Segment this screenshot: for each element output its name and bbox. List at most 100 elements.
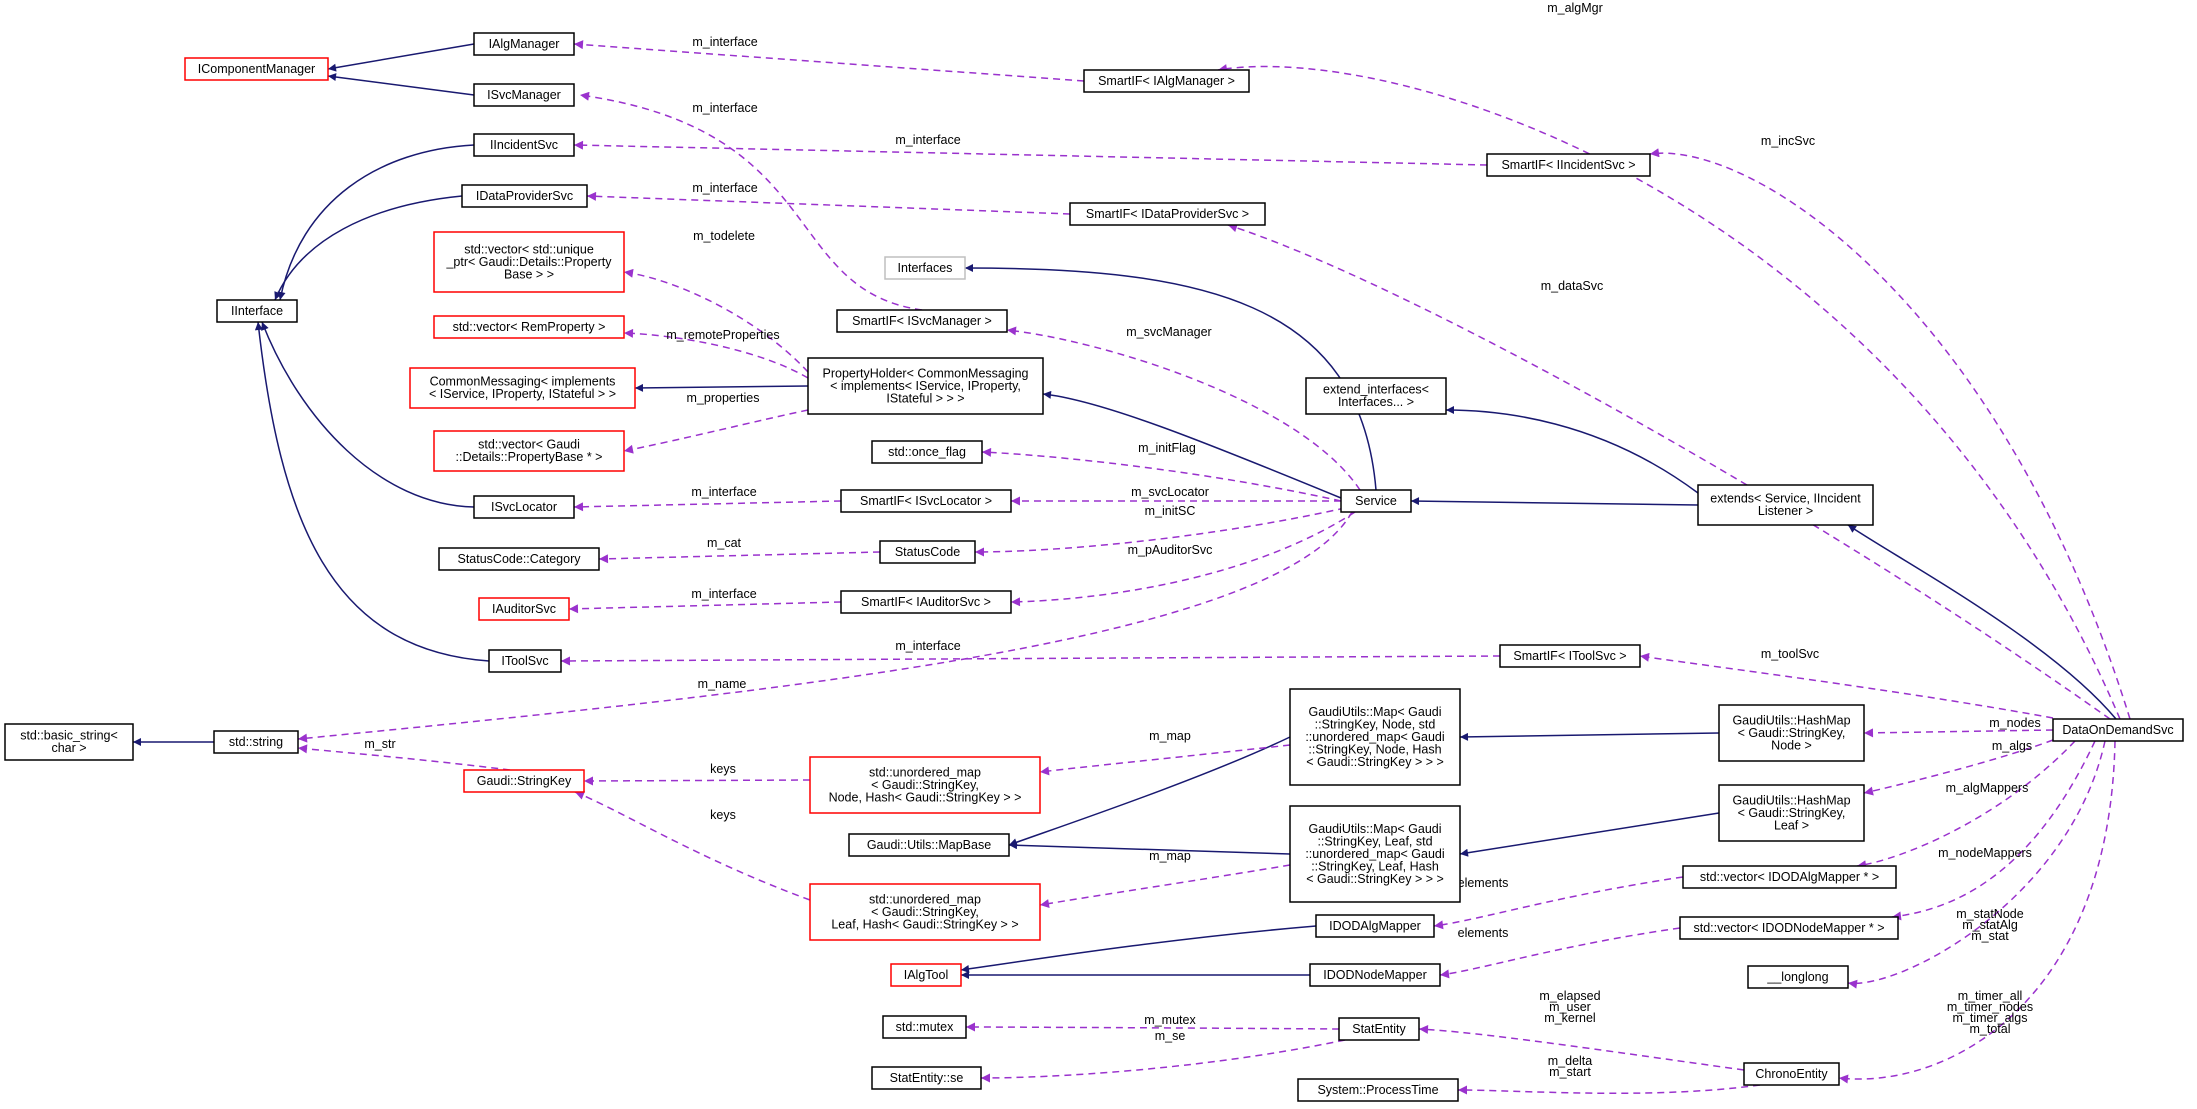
class-node-label: IAuditorSvc bbox=[492, 602, 556, 616]
class-node-smart-iftool-svc[interactable]: SmartIF< IToolSvc > bbox=[1499, 644, 1641, 668]
class-node-label: std::vector< RemProperty > bbox=[453, 320, 606, 334]
usage-edge-40 bbox=[1039, 864, 1291, 908]
edge-label-stats-0: m_statNode bbox=[1956, 907, 2023, 921]
edge-label-properties: m_properties bbox=[687, 391, 760, 405]
inheritance-edge-14 bbox=[1008, 841, 1291, 855]
class-node-smart-ifalg-mgr[interactable]: SmartIF< IAlgManager > bbox=[1083, 69, 1250, 93]
class-node-label: Leaf > bbox=[1774, 818, 1809, 832]
class-node-data-on-demand-svc[interactable]: DataOnDemandSvc bbox=[2052, 718, 2184, 742]
class-node-property-holder[interactable]: PropertyHolder< CommonMessaging< impleme… bbox=[807, 357, 1044, 415]
inheritance-edge-2 bbox=[277, 144, 475, 301]
class-node-label: std::string bbox=[229, 735, 283, 749]
class-node-label: extends< Service, IIncident bbox=[1710, 492, 1861, 506]
edge-label-mStr: m_str bbox=[364, 737, 395, 751]
usage-edge-53 bbox=[965, 1022, 1340, 1032]
class-node-vec-alg-mapper[interactable]: std::vector< IDODAlgMapper * > bbox=[1682, 865, 1897, 889]
class-node-status-code-category[interactable]: StatusCode::Category bbox=[438, 547, 600, 571]
inheritance-edge-9 bbox=[964, 264, 1377, 491]
edge-label-elementsNode: elements bbox=[1458, 926, 1509, 940]
class-node-std-string[interactable]: std::string bbox=[213, 730, 299, 754]
class-node-stat-entity[interactable]: StatEntity bbox=[1338, 1017, 1420, 1041]
edge-label-mutex: m_mutex bbox=[1144, 1013, 1196, 1027]
class-node-longlong[interactable]: __longlong bbox=[1747, 965, 1849, 989]
class-node-label: extend_interfaces< bbox=[1323, 383, 1429, 397]
usage-edge-30 bbox=[297, 511, 1353, 743]
class-node-process-time[interactable]: System::ProcessTime bbox=[1297, 1078, 1459, 1102]
class-node-hash-map-leaf[interactable]: GaudiUtils::HashMap< Gaudi::StringKey,Le… bbox=[1718, 784, 1865, 842]
class-node-smart-ifinc-svc[interactable]: SmartIF< IIncidentSvc > bbox=[1486, 153, 1651, 177]
class-node-vec-node-mapper[interactable]: std::vector< IDODNodeMapper * > bbox=[1679, 916, 1899, 940]
class-node-label: std::once_flag bbox=[888, 445, 966, 459]
class-node-map-leaf[interactable]: GaudiUtils::Map< Gaudi::StringKey, Leaf,… bbox=[1289, 805, 1461, 903]
class-node-label: std::vector< IDODAlgMapper * > bbox=[1700, 870, 1879, 884]
inheritance-edge-8 bbox=[1042, 390, 1342, 499]
class-node-ialg-manager[interactable]: IAlgManager bbox=[473, 32, 575, 56]
class-node-label: IComponentManager bbox=[198, 62, 315, 76]
class-node-label: std::basic_string< bbox=[20, 729, 118, 743]
usage-edge-47 bbox=[1856, 740, 2076, 870]
class-node-map-node[interactable]: GaudiUtils::Map< Gaudi::StringKey, Node,… bbox=[1289, 688, 1461, 786]
class-node-iincident-svc[interactable]: IIncidentSvc bbox=[473, 133, 575, 157]
inheritance-edge-5 bbox=[254, 321, 490, 662]
class-node-ialg-tool[interactable]: IAlgTool bbox=[890, 963, 962, 987]
edge-label-algMgr: m_algMgr bbox=[1547, 1, 1603, 15]
class-node-iodonode-mapper[interactable]: IDODNodeMapper bbox=[1309, 963, 1441, 987]
class-node-smart-ifdata-prov[interactable]: SmartIF< IDataProviderSvc > bbox=[1069, 202, 1266, 226]
usage-edge-29 bbox=[560, 655, 1501, 666]
edge-label-algs: m_algs bbox=[1992, 739, 2032, 753]
class-node-label: ChronoEntity bbox=[1755, 1067, 1828, 1081]
class-node-common-messaging[interactable]: CommonMessaging< implements< IService, I… bbox=[409, 367, 636, 409]
class-node-itool-svc[interactable]: IToolSvc bbox=[488, 649, 562, 673]
class-node-interfaces[interactable]: Interfaces bbox=[884, 256, 966, 280]
class-node-idata-provider-svc[interactable]: IDataProviderSvc bbox=[461, 184, 588, 208]
class-node-label: IIncidentSvc bbox=[490, 138, 558, 152]
class-node-label: < Gaudi::StringKey > > > bbox=[1306, 872, 1444, 886]
usage-edge-31 bbox=[297, 744, 511, 771]
edge-label-stats-2: m_stat bbox=[1971, 929, 2009, 943]
class-node-label: IToolSvc bbox=[501, 654, 548, 668]
class-node-isvc-locator[interactable]: ISvcLocator bbox=[473, 495, 575, 519]
inheritance-edge-3 bbox=[274, 195, 463, 301]
class-node-std-mutex[interactable]: std::mutex bbox=[882, 1015, 967, 1039]
class-node-icomponent-manager[interactable]: IComponentManager bbox=[184, 57, 329, 81]
class-node-vec-property-base[interactable]: std::vector< Gaudi::Details::PropertyBas… bbox=[433, 430, 625, 472]
class-node-vec-rem-property[interactable]: std::vector< RemProperty > bbox=[433, 315, 625, 339]
class-node-status-code[interactable]: StatusCode bbox=[879, 540, 976, 564]
class-node-smart-ifsvc-mgr[interactable]: SmartIF< ISvcManager > bbox=[836, 309, 1008, 333]
class-node-chrono-entity[interactable]: ChronoEntity bbox=[1743, 1062, 1840, 1086]
class-node-smart-ifsvc-loc[interactable]: SmartIF< ISvcLocator > bbox=[840, 489, 1012, 513]
class-node-vec-unique-ptr[interactable]: std::vector< std::unique_ptr< Gaudi::Det… bbox=[433, 231, 625, 293]
class-node-iinterface[interactable]: IInterface bbox=[216, 299, 298, 323]
usage-edge-22 bbox=[586, 191, 1071, 215]
class-node-label: ISvcLocator bbox=[491, 500, 557, 514]
class-node-label: IDODAlgMapper bbox=[1329, 919, 1421, 933]
class-node-once-flag[interactable]: std::once_flag bbox=[871, 440, 983, 464]
class-node-map-base[interactable]: Gaudi::Utils::MapBase bbox=[848, 833, 1010, 857]
class-node-iodoalg-mapper[interactable]: IDODAlgMapper bbox=[1315, 914, 1435, 938]
class-node-stat-entity-se[interactable]: StatEntity::se bbox=[871, 1066, 982, 1090]
class-node-hash-map-node[interactable]: GaudiUtils::HashMap< Gaudi::StringKey,No… bbox=[1718, 704, 1865, 762]
edge-label-keysNode: keys bbox=[710, 762, 736, 776]
class-node-unordered-map-leaf[interactable]: std::unordered_map< Gaudi::StringKey,Lea… bbox=[809, 883, 1041, 941]
class-node-label: SmartIF< IToolSvc > bbox=[1513, 649, 1626, 663]
class-node-label: < Gaudi::StringKey, bbox=[871, 905, 979, 919]
class-node-label: GaudiUtils::HashMap bbox=[1732, 793, 1850, 807]
edge-label-initSC: m_initSC bbox=[1145, 504, 1196, 518]
class-node-basic-string[interactable]: std::basic_string<char > bbox=[4, 723, 134, 761]
class-node-label: char > bbox=[51, 741, 86, 755]
usage-edge-33 bbox=[574, 791, 811, 901]
class-node-string-key[interactable]: Gaudi::StringKey bbox=[463, 769, 585, 793]
class-node-service[interactable]: Service bbox=[1340, 489, 1412, 513]
class-node-iauditor-svc[interactable]: IAuditorSvc bbox=[478, 597, 570, 621]
usage-edge-24 bbox=[623, 328, 809, 379]
usage-edge-35 bbox=[981, 447, 1342, 502]
class-node-isvc-manager[interactable]: ISvcManager bbox=[473, 83, 575, 107]
edge-label-algMgrIface: m_interface bbox=[692, 35, 757, 49]
usage-edge-38 bbox=[1010, 511, 1356, 607]
class-node-extend-interfaces[interactable]: extend_interfaces<Interfaces... > bbox=[1305, 377, 1447, 415]
usage-edge-23 bbox=[623, 268, 809, 373]
class-node-smart-ifauditor[interactable]: SmartIF< IAuditorSvc > bbox=[840, 590, 1012, 614]
class-node-label: System::ProcessTime bbox=[1317, 1083, 1438, 1097]
class-node-unordered-map-node[interactable]: std::unordered_map< Gaudi::StringKey,Nod… bbox=[809, 756, 1041, 814]
